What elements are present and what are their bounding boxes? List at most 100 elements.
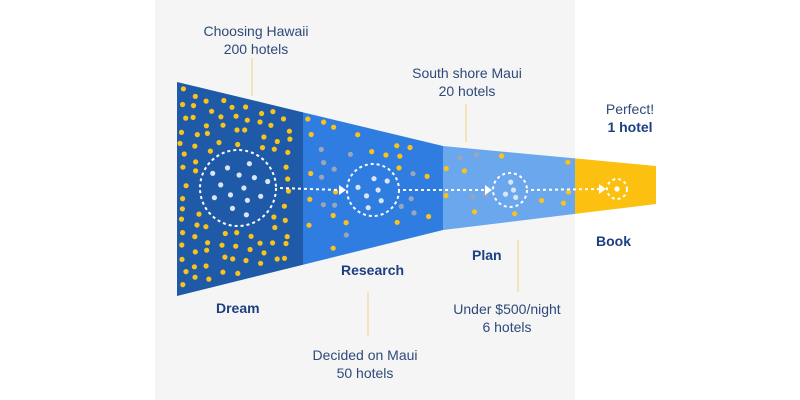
selected-hotel-dot xyxy=(355,184,361,190)
selected-hotel-dot xyxy=(246,161,252,167)
hotel-dot xyxy=(191,264,197,270)
hotel-dot xyxy=(280,116,287,122)
hotel-dot xyxy=(222,254,228,260)
funnel-segment-book xyxy=(575,158,656,214)
selected-hotel-dot xyxy=(227,192,234,198)
hotel-dot xyxy=(179,206,185,212)
hotel-dot xyxy=(285,176,291,182)
annotation-book-line1: Perfect! xyxy=(605,101,655,117)
hotel-dot xyxy=(443,165,449,172)
hotel-dot xyxy=(234,230,240,236)
funnel-segment-plan xyxy=(443,146,575,230)
hotel-dot xyxy=(287,136,293,142)
annotation-plan: South shore Maui 20 hotels xyxy=(404,64,530,100)
hotel-dot xyxy=(565,159,571,165)
hotel-dot xyxy=(258,260,264,266)
hotel-dot xyxy=(190,103,197,109)
hotel-dot xyxy=(243,104,249,110)
hotel-dot xyxy=(271,214,277,220)
hotel-dot xyxy=(318,146,324,152)
funnel-segment-dream xyxy=(177,82,303,296)
hotel-dot xyxy=(408,196,414,202)
hotel-dot xyxy=(285,188,292,194)
selected-hotel-dot xyxy=(375,187,381,193)
hotel-dot xyxy=(205,240,211,246)
hotel-dot xyxy=(180,86,186,92)
hotel-dot xyxy=(369,149,375,155)
hotel-dot xyxy=(180,282,186,288)
hotel-dot xyxy=(307,196,313,202)
hotel-dot xyxy=(177,140,183,146)
annotation-research-line1: Decided on Maui xyxy=(312,347,418,363)
annotation-dream: Choosing Hawaii 200 hotels xyxy=(194,22,318,58)
hotel-dot xyxy=(270,240,276,246)
hotel-dot xyxy=(274,138,280,145)
hotel-dot xyxy=(206,276,212,282)
hotel-dot xyxy=(233,113,239,119)
selected-hotel-dot xyxy=(378,198,384,204)
hotel-dot xyxy=(180,164,186,170)
hotel-dot xyxy=(332,202,338,208)
arrow-head xyxy=(485,185,492,195)
hotel-dot xyxy=(229,104,235,110)
hotel-dot xyxy=(259,145,266,151)
annotation-dream-line1: Choosing Hawaii xyxy=(203,23,309,39)
hotel-dot xyxy=(179,242,185,248)
selected-hotel-dot xyxy=(224,165,231,171)
hotel-dot xyxy=(194,132,200,138)
hotel-dot xyxy=(285,149,291,155)
stage-label-research: Research xyxy=(341,262,405,278)
hotel-dot xyxy=(471,209,478,215)
hotel-dot xyxy=(235,270,241,276)
hotel-dot xyxy=(474,152,480,158)
selected-hotel-dot xyxy=(363,193,370,199)
hotel-dot xyxy=(192,249,198,255)
hotel-dot xyxy=(321,119,327,125)
hotel-dot xyxy=(308,131,314,138)
hotel-dot xyxy=(261,134,267,140)
hotel-dot xyxy=(411,210,417,216)
annotation-plan-filter-line2: 6 hotels xyxy=(482,319,532,335)
hotel-dot xyxy=(330,212,336,219)
annotation-research-line2: 50 hotels xyxy=(336,365,394,381)
hotel-dot xyxy=(180,101,186,108)
annotation-plan-line2: 20 hotels xyxy=(438,83,496,99)
selected-hotel-dot xyxy=(218,182,224,188)
arrow-line xyxy=(279,187,340,191)
hotel-dot xyxy=(470,194,476,200)
annotation-dream-line2: 200 hotels xyxy=(223,41,289,57)
selection-circle-dream xyxy=(199,149,277,227)
selected-hotel-dot xyxy=(211,195,217,201)
hotel-dot xyxy=(394,143,400,149)
hotel-dot xyxy=(192,143,198,149)
hotel-dot xyxy=(511,211,518,217)
hotel-dot xyxy=(319,174,325,180)
hotel-dot xyxy=(539,197,545,204)
stage-label-book: Book xyxy=(596,233,631,249)
selected-hotel-dot xyxy=(365,205,371,211)
hotel-dot xyxy=(355,132,361,138)
selected-hotel-dot xyxy=(265,178,271,185)
hotel-dot xyxy=(331,124,337,130)
selected-hotel-dot xyxy=(241,185,247,191)
hotel-dot xyxy=(343,232,349,238)
hotel-dot xyxy=(396,165,402,171)
hotel-dot xyxy=(230,256,236,262)
hotel-dot xyxy=(398,203,404,209)
selection-circle-research xyxy=(346,163,400,217)
arrow-line xyxy=(530,188,600,191)
hotel-dot xyxy=(407,144,413,151)
hotel-dot xyxy=(306,222,312,228)
hotel-dot xyxy=(286,128,292,134)
hotel-dot xyxy=(203,263,209,269)
hotel-dot xyxy=(192,93,198,99)
hotel-dot xyxy=(222,230,228,237)
hotel-dot xyxy=(343,220,349,226)
hotel-dot xyxy=(183,269,189,275)
selected-hotel-dot xyxy=(210,170,216,176)
hotel-dot xyxy=(424,173,430,179)
hotel-dot xyxy=(284,234,290,240)
hotel-dot xyxy=(268,122,274,128)
selected-hotel-dot xyxy=(513,194,519,200)
